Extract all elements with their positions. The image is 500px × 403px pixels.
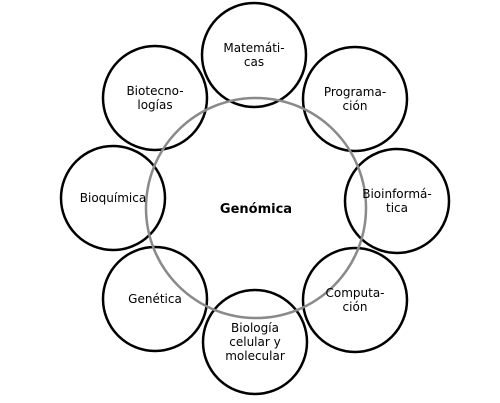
node-label-bioinformatica: Bioinformá-tica	[362, 187, 432, 215]
node-label-line: logías	[137, 98, 172, 112]
node-circle-bioinformatica	[343, 147, 451, 255]
node-label-genetica: Genética	[128, 292, 182, 306]
node-label-line: celular y	[229, 335, 280, 349]
node-circle-matematicas	[200, 1, 308, 109]
node-label-bioquimica: Bioquímica	[80, 191, 146, 205]
node-label-line: Biotecno-	[126, 84, 183, 98]
node-circle-biotecnologias	[101, 44, 209, 152]
node-label-line: Genética	[128, 292, 182, 306]
node-circle-bioquimica	[59, 144, 167, 252]
node-label-line: tica	[386, 201, 408, 215]
node-label-line: Biología	[231, 321, 279, 335]
node-circle-computacion	[301, 246, 409, 354]
node-circle-genetica	[101, 245, 209, 353]
node-label-line: ción	[343, 99, 368, 113]
node-label-line: Programa-	[324, 85, 386, 99]
node-label-line: Computa-	[325, 286, 384, 300]
center-label: Genómica	[220, 202, 292, 217]
node-label-line: Bioquímica	[80, 191, 146, 205]
outer-labels: Matemáti-casPrograma-ciónBioinformá-tica…	[80, 41, 432, 363]
node-label-line: Bioinformá-	[362, 187, 432, 201]
node-label-line: ción	[343, 300, 368, 314]
node-label-line: molecular	[225, 349, 285, 363]
center-ring	[144, 96, 368, 320]
node-label-computacion: Computa-ción	[325, 286, 384, 314]
node-label-line: Matemáti-	[223, 41, 284, 55]
node-label-biotecnologias: Biotecno-logías	[126, 84, 183, 112]
node-label-line: cas	[244, 55, 264, 69]
node-label-matematicas: Matemáti-cas	[223, 41, 284, 69]
node-label-programacion: Programa-ción	[324, 85, 386, 113]
